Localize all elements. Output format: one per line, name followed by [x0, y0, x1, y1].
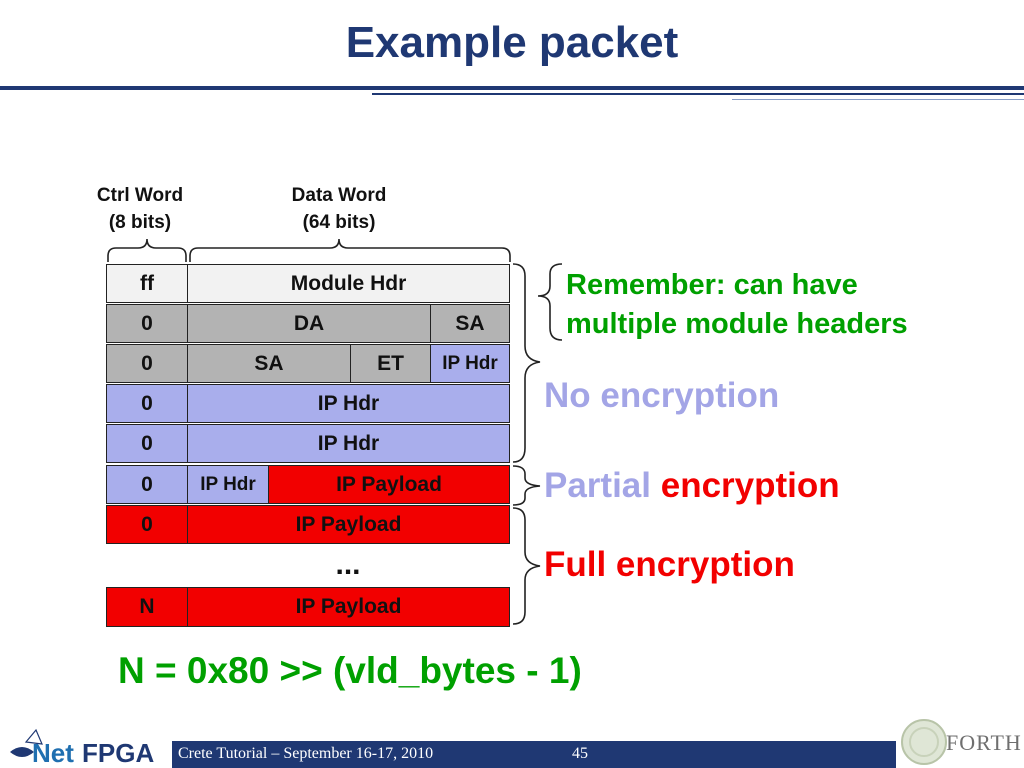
ip-hdr-cell: IP Hdr	[187, 424, 510, 463]
title-rule	[0, 86, 1024, 90]
netfpga-logo: Net FPGA	[10, 728, 154, 766]
data-word-header: Data Word (64 bits)	[248, 182, 430, 236]
module-hdr-cell: Module Hdr	[187, 264, 510, 303]
ip-hdr-cell: IP Hdr	[187, 465, 269, 504]
ip-payload-cell: IP Payload	[187, 505, 510, 544]
ctrl-word-size: (8 bits)	[108, 212, 172, 233]
data-word-bracket	[189, 238, 511, 262]
et-cell: ET	[350, 344, 431, 383]
ctrl-word-label: Ctrl Word	[96, 185, 184, 206]
ctrl-cell: 0	[106, 384, 188, 423]
data-word-size: (64 bits)	[302, 212, 376, 233]
partial-encryption-label: Partial encryption	[544, 466, 840, 506]
forth-logo: FORTH	[901, 719, 1022, 765]
forth-logo-text: FORTH	[946, 730, 1022, 755]
data-word-label: Data Word	[291, 185, 387, 206]
ip-hdr-cell: IP Hdr	[187, 384, 510, 423]
no-encryption-label: No encryption	[544, 376, 780, 415]
ctrl-cell: 0	[106, 304, 188, 343]
no-encryption-brace	[512, 263, 541, 463]
rows-ellipsis: ...	[335, 548, 361, 581]
formula: N = 0x80 >> (vld_bytes - 1)	[118, 650, 582, 691]
page-number: 45	[572, 745, 588, 762]
sa-cell: SA	[430, 304, 510, 343]
encryption-word: encryption	[660, 466, 840, 505]
full-encryption-brace	[512, 507, 541, 625]
footer-bar	[172, 741, 896, 768]
da-cell: DA	[187, 304, 431, 343]
ctrl-word-header: Ctrl Word (8 bits)	[70, 182, 210, 236]
title-rule-secondary	[372, 93, 1024, 95]
title-rule-tertiary	[732, 99, 1024, 100]
ip-payload-cell: IP Payload	[268, 465, 510, 504]
ip-payload-cell: IP Payload	[187, 587, 510, 627]
sa-cell: SA	[187, 344, 351, 383]
slide-title: Example packet	[345, 18, 679, 67]
netfpga-logo-fpga: FPGA	[82, 738, 154, 766]
ip-hdr-cell: IP Hdr	[430, 344, 510, 383]
ctrl-cell: N	[106, 587, 188, 627]
module-headers-note: Remember: can have multiple module heade…	[566, 269, 908, 340]
partial-encryption-brace	[512, 465, 541, 506]
module-headers-brace	[537, 263, 563, 341]
ctrl-cell: 0	[106, 505, 188, 544]
ctrl-cell: 0	[106, 424, 188, 463]
ctrl-cell: 0	[106, 344, 188, 383]
ctrl-cell: 0	[106, 465, 188, 504]
netfpga-logo-net: Net	[32, 738, 74, 766]
partial-word: Partial	[544, 466, 651, 505]
footer-text: Crete Tutorial – September 16-17, 2010	[178, 745, 434, 762]
ctrl-cell: ff	[106, 264, 188, 303]
full-encryption-label: Full encryption	[544, 545, 795, 584]
ctrl-word-bracket	[107, 238, 187, 262]
